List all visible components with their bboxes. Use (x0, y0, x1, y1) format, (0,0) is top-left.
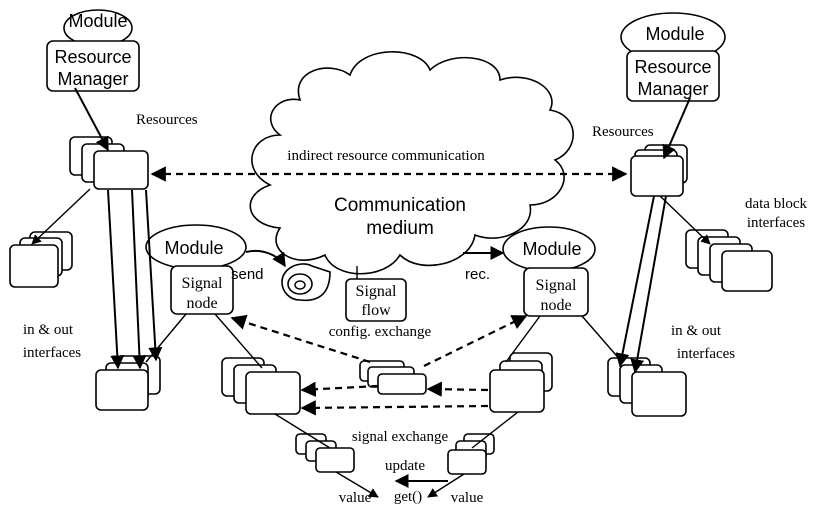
indirect-communication-label: indirect resource communication (287, 148, 485, 164)
config-exchange-label: config. exchange (329, 324, 432, 340)
data-block-stack-left (9, 231, 73, 288)
update-label: update (385, 458, 425, 474)
resources-label-left: Resources (136, 112, 198, 128)
signal-flow-label-line1: Signal (356, 283, 397, 300)
signal-stack-inner-right (489, 352, 553, 413)
cloud-title-line2: medium (366, 218, 434, 239)
config-arrow-right (423, 315, 528, 367)
signal-node-label-line1: Signal (536, 277, 577, 294)
signal-node-label-line2: node (540, 297, 571, 314)
cloud-title-line1: Communication (334, 195, 466, 216)
resource-manager-label-line2: Manager (57, 69, 128, 89)
value-stack-left (295, 433, 355, 473)
module-title: Module (164, 238, 223, 258)
data-block-label-line2: interfaces (747, 215, 805, 231)
resource-stack-right (630, 144, 688, 197)
signal-node-label-line2: node (186, 295, 217, 312)
in-out-label-right-line1: in & out (671, 323, 722, 339)
module-signal-node-right: Module Signal node (502, 226, 596, 317)
signal-flow-box: Signal flow (345, 278, 407, 322)
resource-manager-label-line1: Resource (634, 57, 711, 77)
value-label-right: value (451, 490, 484, 506)
rec-label: rec. (465, 266, 490, 283)
communication-medium-cloud: Communication medium indirect resource c… (249, 51, 574, 275)
resource-manager-label-line2: Manager (637, 79, 708, 99)
module-resource-manager-right: Module Resource Manager (620, 12, 726, 102)
resource-manager-label-line1: Resource (54, 47, 131, 67)
right-to-config-arrow (426, 381, 489, 397)
in-out-label-left-line2: interfaces (23, 345, 81, 361)
module-title: Module (645, 24, 704, 44)
signal-stack-inner-left (221, 357, 301, 415)
config-arrow-left (230, 314, 371, 364)
send-socket-icon (281, 263, 331, 302)
module-signal-node-left: Module Signal node (145, 224, 247, 315)
in-out-label-left-line1: in & out (23, 322, 74, 338)
signal-flow-label-line2: flow (361, 302, 391, 319)
config-exchange-stack (359, 360, 427, 395)
data-block-label-line1: data block (745, 196, 808, 212)
resource-stack-left (69, 136, 149, 190)
send-label: send (231, 266, 264, 283)
get-label: get() (394, 489, 422, 505)
interface-stack-far-left (95, 355, 161, 411)
data-block-stack-right (685, 229, 773, 292)
send-arrow (245, 249, 286, 268)
resources-label-right: Resources (592, 124, 654, 140)
connection-lines (31, 87, 711, 498)
config-to-left-arrow (300, 381, 379, 397)
signal-exchange-label: signal exchange (352, 429, 449, 445)
signal-node-label-line1: Signal (182, 275, 223, 292)
module-resource-manager-left: Module Resource Manager (46, 9, 140, 92)
interface-stack-far-right (607, 357, 687, 417)
signal-exchange-arrow (300, 400, 489, 416)
module-title: Module (522, 239, 581, 259)
module-title: Module (68, 11, 127, 31)
value-stack-right (447, 433, 495, 475)
value-label-left: value (339, 490, 372, 506)
in-out-label-right-line2: interfaces (677, 346, 735, 362)
